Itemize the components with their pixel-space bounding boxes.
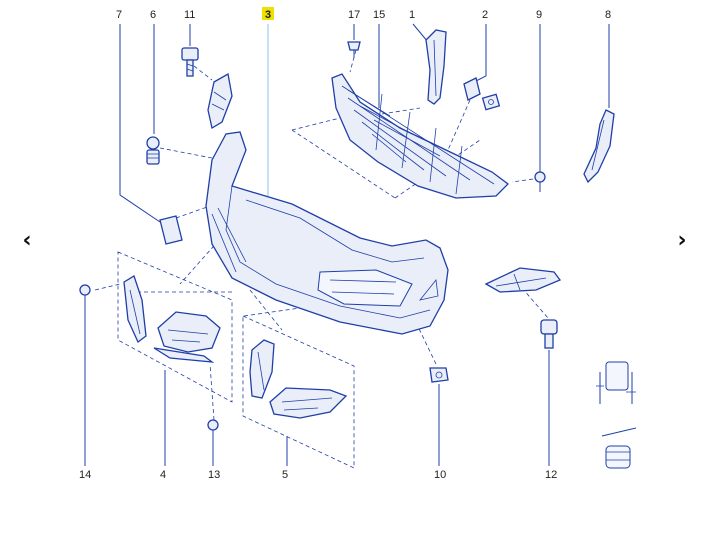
left-fog-cover-4[interactable] [123,275,221,363]
screw-6[interactable] [146,136,160,165]
bolt-11[interactable] [181,47,199,77]
callout-9[interactable]: 9 [536,9,542,21]
callout-17[interactable]: 17 [348,9,360,21]
callout-3[interactable]: 3 [265,9,271,21]
upper-grille[interactable] [331,73,509,199]
callout-14[interactable]: 14 [79,469,91,481]
fastener-spec-inset [596,361,637,469]
right-bracket[interactable] [484,267,562,293]
bracket-2[interactable] [463,77,501,111]
callout-5[interactable]: 5 [282,469,288,481]
callout-6[interactable]: 6 [150,9,156,21]
leader-2 [469,24,487,85]
leader-1 [412,23,429,43]
side-molding-1[interactable] [425,29,447,105]
callout-13[interactable]: 13 [208,469,220,481]
mounting-bracket[interactable] [207,72,233,130]
callout-4[interactable]: 4 [160,469,166,481]
chevron-left-icon: ‹ [22,228,32,253]
screw-14[interactable] [79,284,91,306]
front-bumper-cover[interactable] [205,131,449,335]
clip-17[interactable] [347,41,361,58]
side-strip-8[interactable] [583,109,615,184]
callout-7[interactable]: 7 [116,9,122,21]
callout-1[interactable]: 1 [409,9,415,21]
callout-3-highlight [262,7,274,20]
callout-10[interactable]: 10 [434,469,446,481]
callout-15[interactable]: 15 [373,9,385,21]
chevron-right-icon: › [677,228,687,253]
bolt-12[interactable] [540,319,558,349]
group-5-frame [242,315,355,469]
leader-7 [119,24,161,223]
callout-12[interactable]: 12 [545,469,557,481]
screw-13[interactable] [207,419,219,438]
screw-9[interactable] [534,171,546,192]
callout-8[interactable]: 8 [605,9,611,21]
next-image-button[interactable]: › [670,229,694,253]
right-fog-cover-5[interactable] [249,339,348,419]
callout-11[interactable]: 11 [184,9,195,21]
callout-labels: 7 6 11 3 17 15 1 2 9 8 14 4 13 5 10 12 [79,7,611,481]
group-4-frame [117,251,233,403]
previous-image-button[interactable]: ‹ [15,229,39,253]
plate-7[interactable] [159,215,183,245]
clip-10[interactable] [429,367,449,383]
callout-2[interactable]: 2 [482,9,488,21]
